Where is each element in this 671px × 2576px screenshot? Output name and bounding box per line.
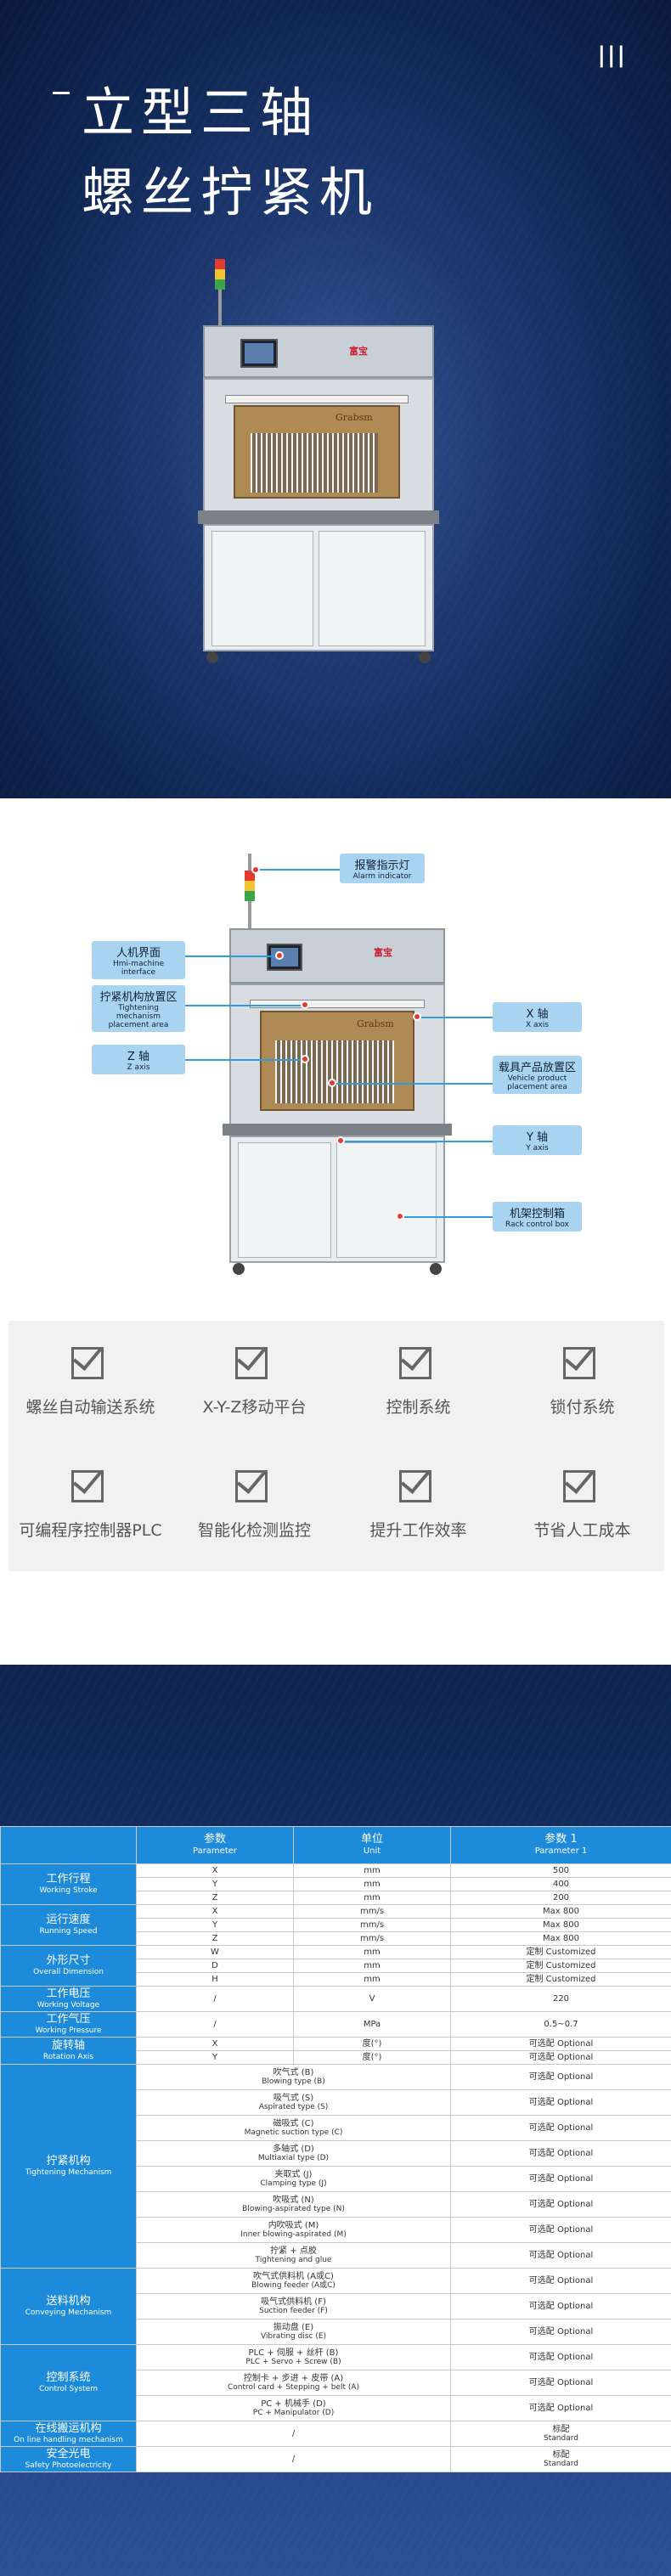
checkbox-icon [562,1463,602,1504]
feature-item: X-Y-Z移动平台 [172,1339,336,1418]
table-row: 振动盘 (E)Vibrating disc (E)可选配 Optional [1,2319,671,2345]
checkbox-icon [70,1463,110,1504]
feature-item: 锁付系统 [500,1339,664,1418]
table-row: 吹吸式 (N)Blowing-aspirated type (N)可选配 Opt… [1,2191,671,2218]
feature-item: 螺丝自动输送系统 [8,1339,172,1418]
page-title-line2: 螺丝拧紧机 [82,161,380,223]
feature-item: 控制系统 [336,1339,500,1418]
checkbox-icon [70,1339,110,1381]
features-panel: 螺丝自动输送系统 X-Y-Z移动平台 控制系统 锁付系统 可编程序控制器PLC … [8,1321,664,1571]
menu-icon[interactable]: ||| [597,42,627,68]
table-row: 控制卡 + 步进 + 皮带 (A)Control card + Stepping… [1,2370,671,2396]
page-title-line1: 立型三轴 [82,82,320,144]
hero-banner: ||| 立型三轴 螺丝拧紧机 富宝 Grabsm [0,0,671,798]
machine-diagram: 富宝 Grabsm [212,854,459,1295]
checkbox-icon [562,1339,602,1381]
table-row: 内吹吸式 (M)Inner blowing-aspirated (M)可选配 O… [1,2217,671,2243]
feature-item: 提升工作效率 [336,1463,500,1541]
machine-image: 富宝 Grabsm [191,259,446,667]
feature-item: 智能化检测监控 [172,1463,336,1541]
table-row: 吸气式供料机 (F)Suction feeder (F)可选配 Optional [1,2293,671,2320]
feature-item: 节省人工成本 [500,1463,664,1541]
checkbox-icon [234,1463,274,1504]
title-dash [53,92,70,94]
checkbox-icon [398,1463,438,1504]
checkbox-icon [234,1339,274,1381]
table-row: 多轴式 (D)Multiaxial type (D)可选配 Optional [1,2140,671,2167]
feature-item: 可编程序控制器PLC [8,1463,172,1541]
checkbox-icon [398,1339,438,1381]
table-row: 吸气式 (S)Aspirated type (S)可选配 Optional [1,2089,671,2116]
